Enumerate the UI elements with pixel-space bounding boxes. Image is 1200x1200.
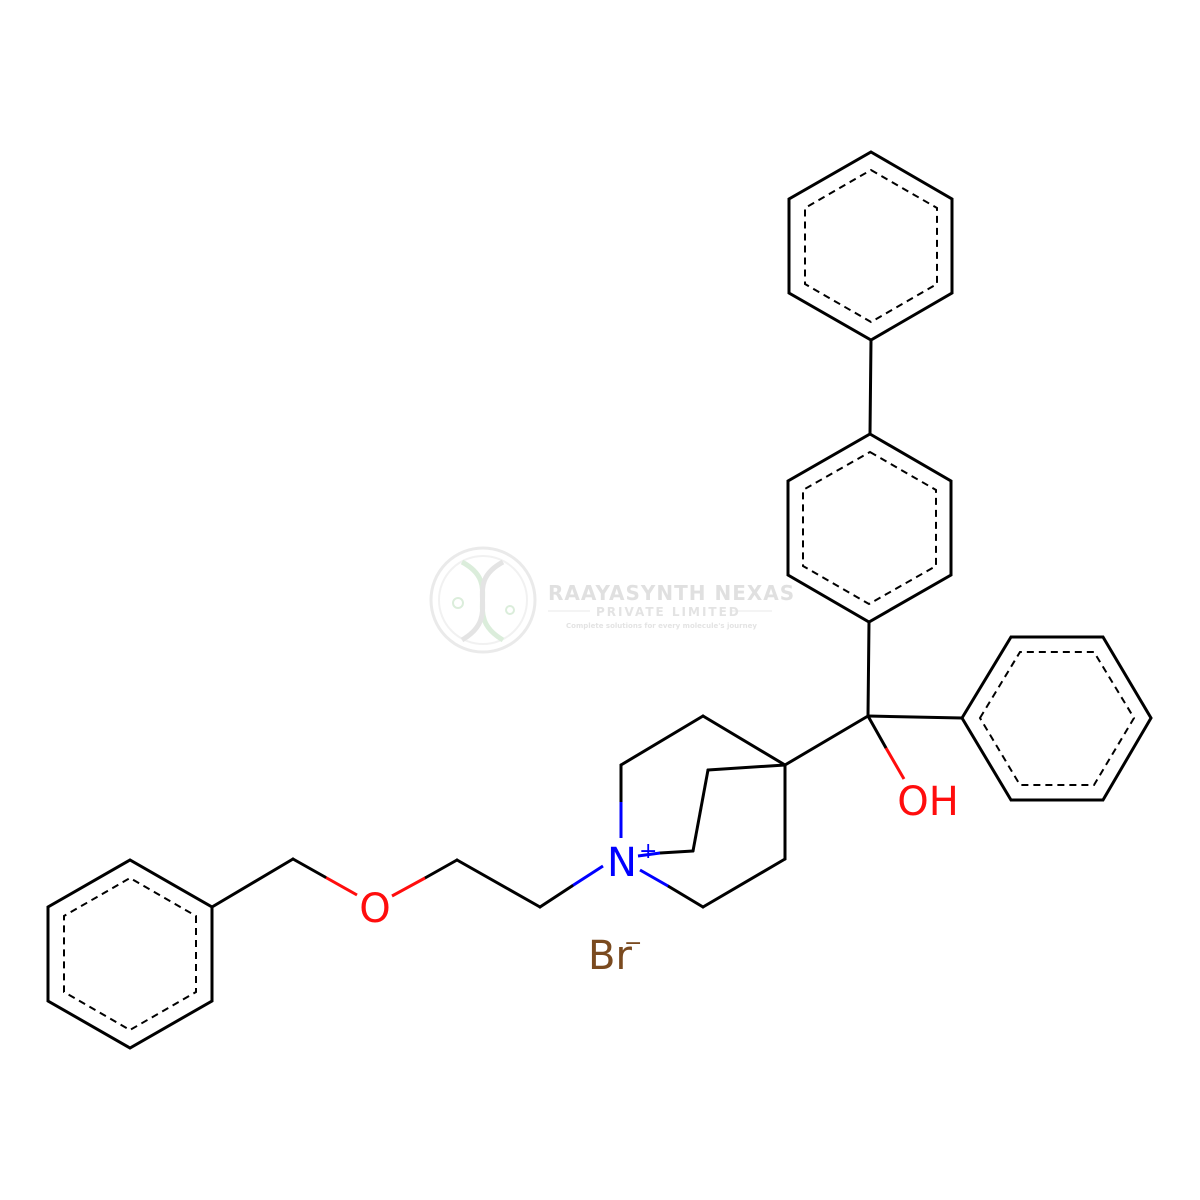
nitrogen-label: N xyxy=(607,840,637,886)
watermark: RAAYASYNTH NEXAS PRIVATE LIMITED Complet… xyxy=(429,546,795,654)
carbinol-aryl-bond xyxy=(866,620,871,718)
top-phenyl-ring xyxy=(787,150,954,342)
dna-helix-icon xyxy=(429,546,537,654)
ether-oxygen-label: O xyxy=(359,886,390,932)
watermark-company: RAAYASYNTH NEXAS xyxy=(548,581,795,605)
benzyl-phenyl-ring xyxy=(46,858,214,1050)
biphenyl-bond xyxy=(868,338,873,436)
nitrogen-charge: + xyxy=(639,839,657,864)
bromide-label: Br xyxy=(588,933,632,979)
watermark-tagline: Complete solutions for every molecule's … xyxy=(566,622,757,630)
watermark-subtitle: PRIVATE LIMITED xyxy=(596,605,741,619)
hydroxyl-label: OH xyxy=(897,779,959,825)
hydroxyl-bond xyxy=(884,747,906,780)
benzyloxyethyl-chain xyxy=(210,857,604,909)
right-phenyl-ring xyxy=(960,635,1153,802)
carbinol-bridgehead-bond xyxy=(783,714,870,767)
phenylene-ring xyxy=(786,432,953,624)
carbinol-phenyl-bond xyxy=(866,714,964,720)
quinuclidinium-cage xyxy=(619,714,787,909)
bromide-charge: − xyxy=(624,931,642,956)
